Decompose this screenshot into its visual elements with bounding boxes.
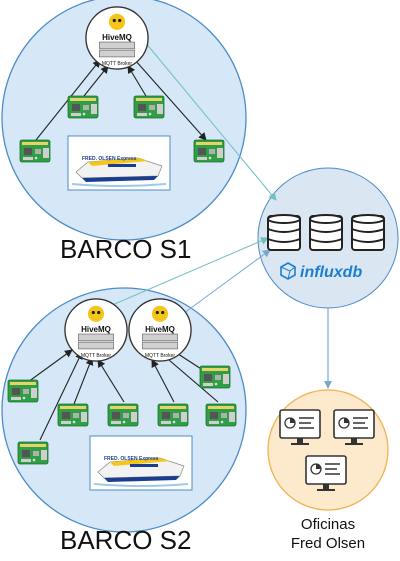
s1-pcb-left (19, 139, 51, 163)
s1-broker-caption: MQTT Broker (102, 61, 133, 67)
s2-pcb-row-1 (57, 403, 89, 427)
s2-ship-image (89, 435, 193, 491)
s2-pcb-row-4 (205, 403, 237, 427)
influxdb-logo-text: influxdb (300, 264, 362, 281)
barco-s1-circle (1, 0, 247, 241)
s2-broker-1-brand: HiveMQ (81, 325, 111, 334)
office-label-line2: Fred Olsen (290, 535, 366, 552)
influxdb-logo-icon (280, 262, 296, 280)
barco-s2-label: BARCO S2 (60, 525, 192, 555)
office-circle (267, 389, 389, 511)
database-cylinders-icon (267, 214, 385, 251)
broker-to-db-arrows (95, 35, 277, 317)
office-label-line1: Oficinas (300, 516, 356, 533)
s1-pcb-right (193, 139, 225, 163)
s2-broker-2-brand: HiveMQ (145, 325, 175, 334)
s1-broker-brand: HiveMQ (102, 33, 132, 42)
s2-ship-text: FRED. OLSEN Express (104, 456, 159, 462)
s2-pcb-row-2 (107, 403, 139, 427)
s1-pcb-center-left (67, 95, 99, 119)
office-label: Oficinas Fred Olsen (272, 515, 384, 553)
s2-sensor-arrows (27, 349, 219, 441)
s1-pcb-center-right (133, 95, 165, 119)
s2-broker-1-caption: MQTT Broker (81, 353, 112, 359)
s2-pcb-top-left (7, 379, 39, 403)
barco-s1-label: BARCO S1 (60, 234, 192, 264)
s1-ship-text: FRED. OLSEN Express (82, 156, 137, 162)
s2-pcb-top-right (199, 365, 231, 389)
s2-pcb-bottom-left (17, 441, 49, 465)
s2-broker-2-caption: MQTT Broker (145, 353, 176, 359)
s1-ship-image (67, 135, 171, 191)
s2-pcb-row-3 (157, 403, 189, 427)
